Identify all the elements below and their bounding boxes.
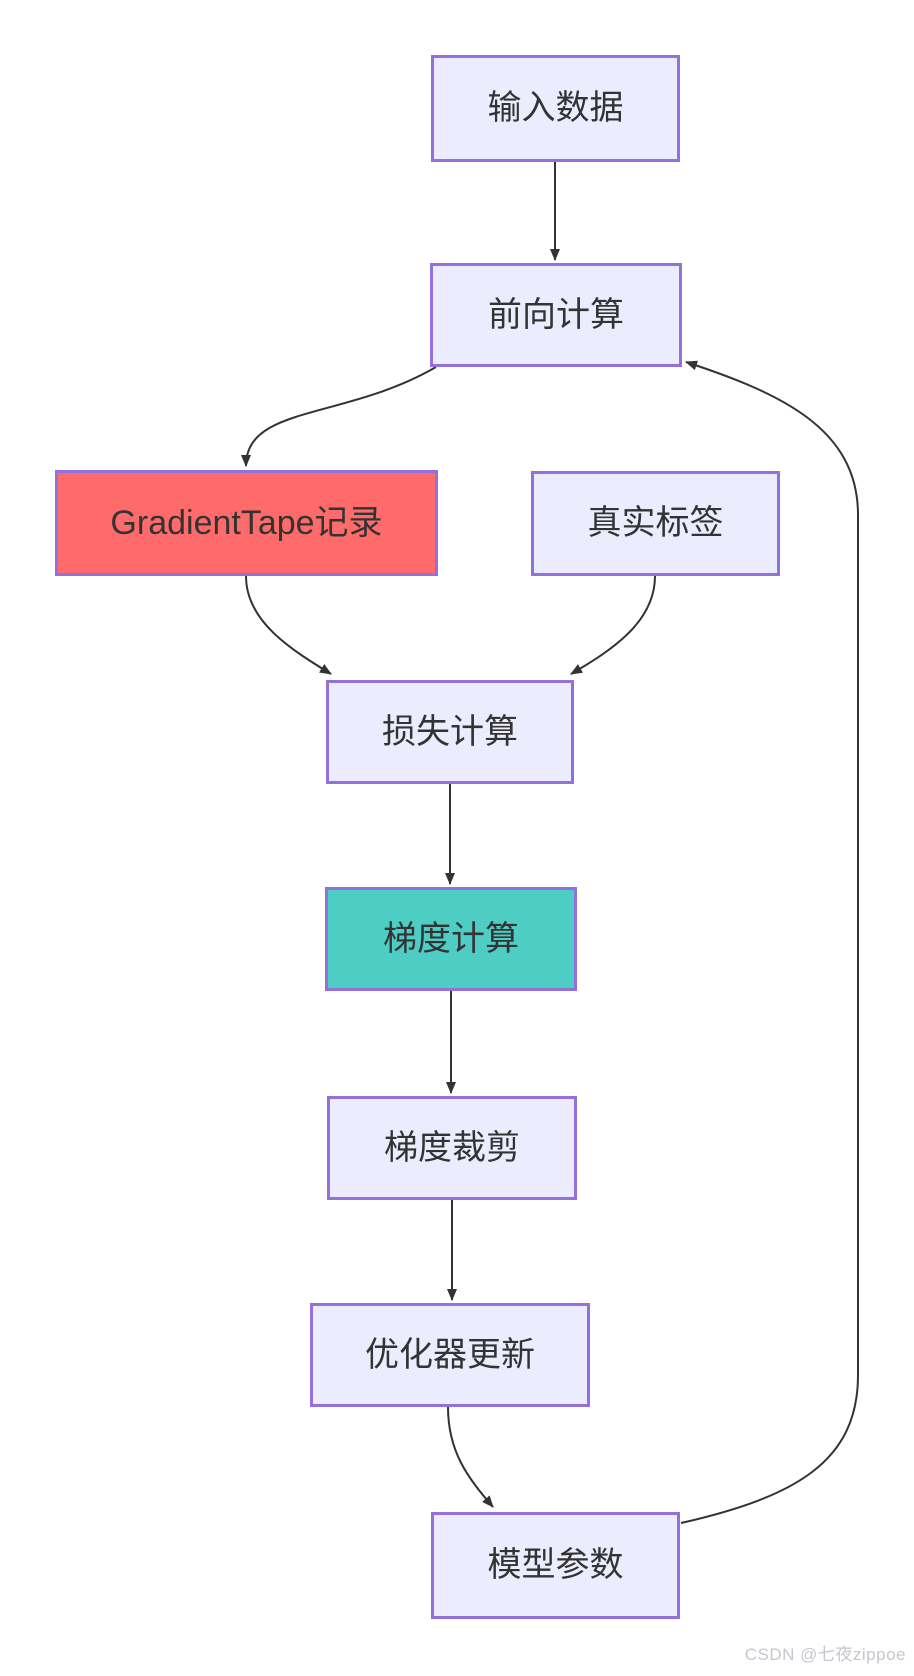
edge-tape-to-loss — [245, 575, 332, 675]
edge-truth-to-loss — [570, 575, 656, 675]
node-true-labels-label: 真实标签 — [587, 504, 724, 543]
node-input-data: 输入数据 — [431, 55, 680, 162]
node-gradient-compute: 梯度计算 — [325, 887, 577, 991]
node-gradient-clip: 梯度裁剪 — [327, 1096, 577, 1200]
node-true-labels: 真实标签 — [531, 471, 780, 576]
node-forward-compute-label: 前向计算 — [488, 295, 624, 334]
node-model-params-label: 模型参数 — [487, 1546, 624, 1585]
edge-forward-to-tape — [241, 366, 437, 467]
edge-opt-to-params — [447, 1406, 494, 1508]
node-gradient-tape-record-label: GradientTape记录 — [110, 503, 383, 542]
node-loss-compute-label: 损失计算 — [382, 712, 518, 751]
node-gradient-clip-label: 梯度裁剪 — [384, 1128, 520, 1167]
node-optimizer-update-label: 优化器更新 — [365, 1335, 535, 1374]
node-forward-compute: 前向计算 — [430, 263, 682, 367]
node-input-data-label: 输入数据 — [487, 89, 624, 128]
node-model-params: 模型参数 — [431, 1512, 680, 1619]
node-optimizer-update: 优化器更新 — [310, 1303, 590, 1407]
watermark: CSDN @七夜zippoe — [744, 1645, 906, 1664]
node-gradient-tape-record: GradientTape记录 — [55, 470, 438, 576]
node-gradient-compute-label: 梯度计算 — [383, 919, 519, 958]
node-loss-compute: 损失计算 — [326, 680, 574, 784]
